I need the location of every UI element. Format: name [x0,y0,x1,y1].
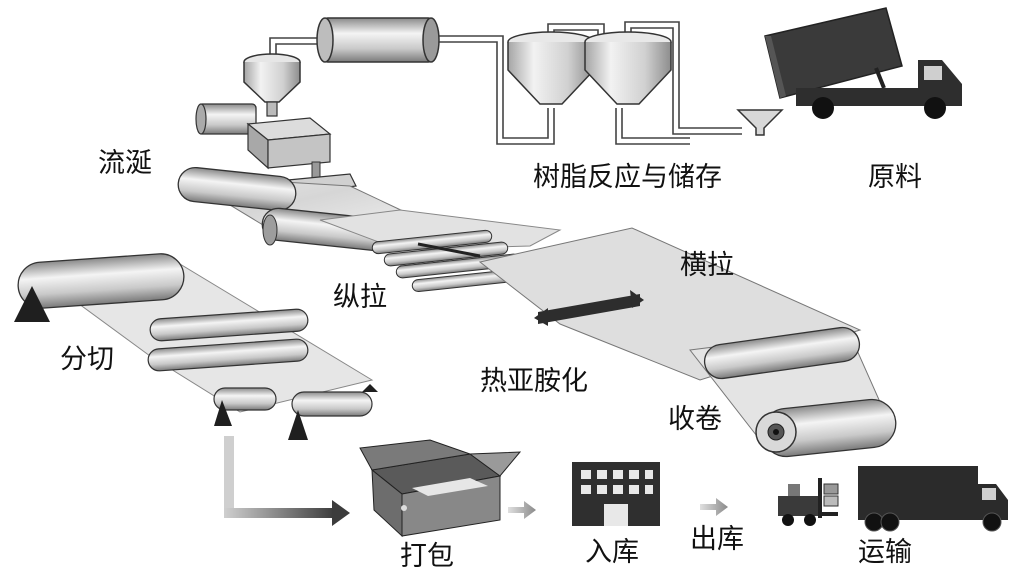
slitting-unit [14,253,378,440]
label-transverse-stretch: 横拉 [680,250,734,281]
label-slitting: 分切 [60,344,114,375]
label-casting: 流涎 [98,148,152,179]
packing-box [359,439,522,538]
label-warehousing-out: 出库 [690,524,744,555]
funnel [736,109,784,136]
label-resin-storage: 树脂反应与储存 [533,162,722,193]
delivery-truck [858,466,1008,532]
casting-film [177,166,562,253]
casting-machine [195,103,357,205]
storage-tanks [507,31,672,105]
forklift [778,478,839,526]
label-imidization: 热亚胺化 [480,366,588,397]
label-longitudinal-stretch: 纵拉 [333,282,387,313]
dump-truck [764,7,962,119]
arrow-to-warehouse [508,501,536,519]
arrow-outbound [700,498,728,516]
reactor-cylinder [316,17,440,63]
winding-unit [689,326,897,458]
label-transport: 运输 [858,537,912,568]
label-packing: 打包 [400,541,454,572]
feed-hopper [243,53,301,117]
label-raw-material: 原料 [868,162,922,193]
warehouse-building [572,462,660,526]
arrow-to-packing [224,436,350,526]
label-warehousing-in: 入库 [585,537,639,568]
label-winding: 收卷 [668,404,722,435]
